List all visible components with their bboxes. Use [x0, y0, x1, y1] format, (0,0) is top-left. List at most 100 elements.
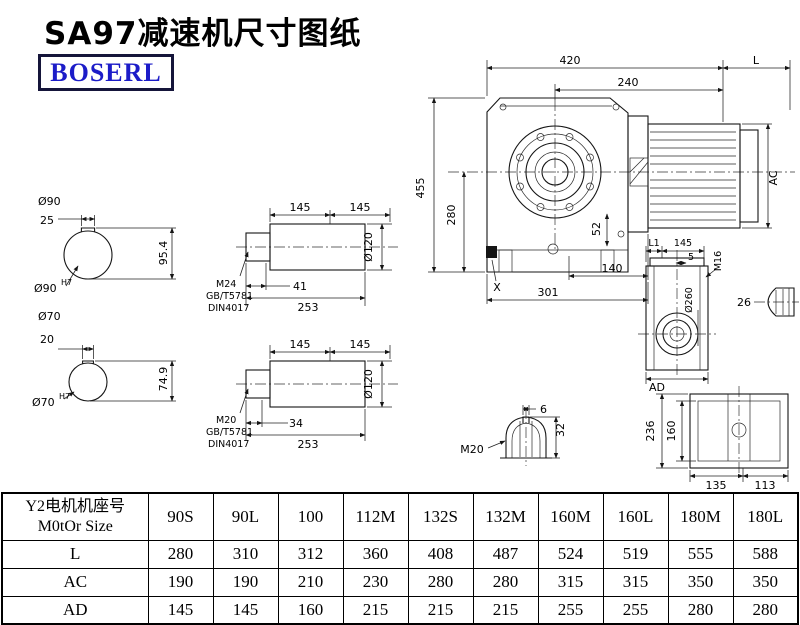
- dim-41: 41: [293, 280, 307, 293]
- column-header-90s: 90S: [147, 492, 214, 541]
- table-cell: 255: [537, 595, 604, 625]
- column-header-160m: 160M: [537, 492, 604, 541]
- dim-145-c: 145: [290, 338, 311, 351]
- table-cell: 215: [407, 595, 474, 625]
- dim-455: 455: [414, 178, 427, 199]
- dim-52: 52: [590, 222, 603, 236]
- front-view: 420 240 L 455 280 AC 52 140 301 X: [414, 54, 795, 304]
- table-cell: 160: [277, 595, 344, 625]
- dim-34: 34: [289, 417, 303, 430]
- mark-x-label: X: [493, 281, 501, 294]
- std-din4017-top: DIN4017: [208, 303, 249, 314]
- brand-logo-text: BOSERL: [50, 57, 162, 87]
- dim-5: 5: [688, 252, 694, 263]
- table-cell: 408: [407, 539, 474, 569]
- row-label-L: L: [1, 539, 149, 569]
- table-cell: 350: [667, 567, 734, 597]
- table-cell: 360: [342, 539, 409, 569]
- table-cell: 588: [732, 539, 799, 569]
- dim-AC: AC: [767, 170, 780, 185]
- row-label-AD: AD: [1, 595, 149, 625]
- dim-145-d: 145: [350, 338, 371, 351]
- std-din4017-bottom: DIN4017: [208, 439, 249, 450]
- header-cn: Y2电机机座号: [25, 497, 126, 515]
- thread-m20-detail-label: M20: [460, 443, 484, 456]
- table-row-L: L 280 310 312 360 408 487 524 519 555 58…: [1, 539, 799, 569]
- table-cell: 280: [732, 595, 799, 625]
- column-header-180m: 180M: [667, 492, 734, 541]
- dim-135: 135: [706, 479, 727, 492]
- table-cell: 280: [407, 567, 474, 597]
- table-cell: 255: [602, 595, 669, 625]
- table-header-row: Y2电机机座号 M0tOr Size 90S 90L 100 112M 132S…: [1, 492, 799, 541]
- table-row-AD: AD 145 145 160 215 215 215 255 255 280 2…: [1, 595, 799, 625]
- dim-26: 26: [737, 296, 751, 309]
- table-cell: 524: [537, 539, 604, 569]
- shaft-section-70-view: Ø70 20 74.9 Ø70 H7: [32, 310, 176, 409]
- dim-236: 236: [644, 421, 657, 442]
- thread-m20-label: M20: [216, 415, 236, 426]
- dim-32: 32: [554, 423, 567, 437]
- technical-drawing: Ø90 25 95.4 Ø90 H7 Ø70 20 74.9 Ø70 H7: [32, 54, 799, 492]
- dim-L1: L1: [648, 238, 659, 249]
- output-flange-circles: [508, 125, 602, 219]
- bore-70-fit: H7: [59, 392, 70, 401]
- dim-420: 420: [560, 54, 581, 67]
- table-cell: 350: [732, 567, 799, 597]
- bore-70-label: Ø70: [32, 396, 55, 409]
- column-header-180l: 180L: [732, 492, 799, 541]
- dim-145-b: 145: [350, 201, 371, 214]
- table-cell: 230: [342, 567, 409, 597]
- std-gb-t5781-top: GB/T5781: [206, 291, 253, 302]
- header-en: M0tOr Size: [37, 517, 113, 535]
- table-cell: 312: [277, 539, 344, 569]
- motor-body: [627, 115, 759, 233]
- motor-size-header-cell: Y2电机机座号 M0tOr Size: [1, 492, 149, 541]
- bore-90-label: Ø90: [34, 282, 57, 295]
- output-shaft-top-view: 145 145 Ø120 M24 GB/T5781 DIN4017 41 253: [206, 201, 398, 314]
- table-cell: 555: [667, 539, 734, 569]
- dim-dia-120-bottom: Ø120: [362, 369, 375, 399]
- dim-253-bottom: 253: [298, 438, 319, 451]
- row-label-AC: AC: [1, 567, 149, 597]
- dim-113: 113: [755, 479, 776, 492]
- shaft-end-plug-detail: 26: [737, 287, 799, 317]
- column-header-132s: 132S: [407, 492, 474, 541]
- column-header-160l: 160L: [602, 492, 669, 541]
- column-header-100: 100: [277, 492, 344, 541]
- output-shaft-bottom-view: 145 145 Ø120 M20 GB/T5781 DIN4017 34 253: [206, 338, 398, 451]
- dim-key-height-95-4: 95.4: [157, 241, 170, 266]
- std-gb-t5781-bottom: GB/T5781: [206, 427, 253, 438]
- table-cell: 145: [212, 595, 279, 625]
- dim-140: 140: [602, 262, 623, 275]
- dim-dia-70-label: Ø70: [38, 310, 61, 323]
- dim-L: L: [753, 54, 760, 67]
- dim-301: 301: [538, 286, 559, 299]
- table-cell: 190: [147, 567, 214, 597]
- dim-280: 280: [445, 205, 458, 226]
- side-view: L1 145 5 M16 Ø260 AD 26: [638, 238, 799, 394]
- table-cell: 280: [147, 539, 214, 569]
- page-title: SA97减速机尺寸图纸: [44, 16, 362, 52]
- table-cell: 215: [472, 595, 539, 625]
- dim-AD: AD: [649, 381, 665, 394]
- table-row-AC: AC 190 190 210 230 280 280 315 315 350 3…: [1, 567, 799, 597]
- table-cell: 280: [472, 567, 539, 597]
- motor-size-table: Y2电机机座号 M0tOr Size 90S 90L 100 112M 132S…: [1, 492, 799, 625]
- table-cell: 315: [537, 567, 604, 597]
- rear-view: 236 160 135 113: [644, 386, 789, 492]
- table-cell: 310: [212, 539, 279, 569]
- column-header-112m: 112M: [342, 492, 409, 541]
- dim-key-width-25: 25: [40, 214, 54, 227]
- dim-253-top: 253: [298, 301, 319, 314]
- bore-90-fit: H7: [61, 278, 72, 287]
- dim-dia-260: Ø260: [684, 287, 695, 313]
- dim-145-side: 145: [674, 238, 692, 249]
- key-profile-detail: 6 32 M20: [460, 403, 567, 466]
- dim-key-width-20: 20: [40, 333, 54, 346]
- table-cell: 280: [667, 595, 734, 625]
- thread-m24-label: M24: [216, 279, 236, 290]
- column-header-132m: 132M: [472, 492, 539, 541]
- oil-plug-mark: [486, 246, 497, 258]
- dim-6: 6: [540, 403, 547, 416]
